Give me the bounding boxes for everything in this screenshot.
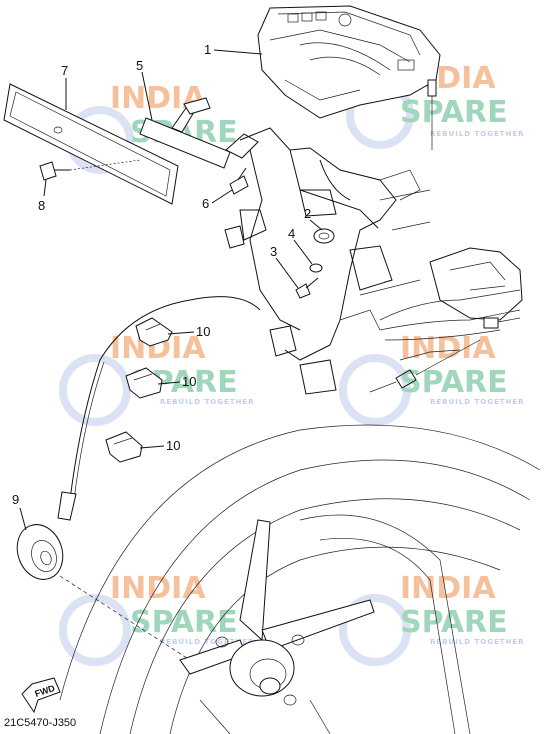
callout-4: 4 <box>288 226 295 241</box>
svg-text:REBUILD TOGETHER: REBUILD TOGETHER <box>430 638 525 646</box>
svg-text:INDIA: INDIA <box>400 571 496 606</box>
leader-lines <box>19 49 323 531</box>
callout-1: 1 <box>204 42 211 57</box>
bolt-8 <box>39 159 141 181</box>
watermark-bottom-right: INDIA SPARE REBUILD TOGETHER <box>339 571 525 666</box>
callout-8: 8 <box>38 198 45 213</box>
watermark-mid: INDIA SPARE REBUILD TOGETHER <box>59 331 255 426</box>
callout-3: 3 <box>270 244 277 259</box>
bolt-6 <box>229 167 249 195</box>
svg-text:INDIA: INDIA <box>400 331 496 366</box>
diagram-code: 21C5470-J350 <box>4 717 76 729</box>
fwd-arrow: FWD <box>21 677 61 714</box>
callout-10b: 10 <box>182 374 196 389</box>
meter-assembly <box>257 5 441 150</box>
callout-7: 7 <box>61 63 68 78</box>
callout-10a: 10 <box>196 324 210 339</box>
watermark-bottom: INDIA SPARE REBUILD TOGETHER <box>59 571 255 666</box>
svg-text:REBUILD TOGETHER: REBUILD TOGETHER <box>430 398 525 406</box>
svg-text:SPARE: SPARE <box>130 605 238 640</box>
callout-5: 5 <box>136 58 143 73</box>
speedometer-gear <box>16 524 64 580</box>
headlight-bracket-frame <box>224 127 431 395</box>
svg-text:REBUILD TOGETHER: REBUILD TOGETHER <box>160 638 255 646</box>
svg-text:SPARE: SPARE <box>400 605 508 640</box>
watermark-mid-right: INDIA SPARE REBUILD TOGETHER <box>339 331 525 426</box>
svg-text:REBUILD TOGETHER: REBUILD TOGETHER <box>430 130 525 138</box>
cable-route-line <box>59 575 191 661</box>
callout-9: 9 <box>12 492 19 507</box>
plate-bracket <box>3 83 179 205</box>
stay-bracket <box>139 97 259 169</box>
wire-harness <box>369 247 523 393</box>
clamp-10b <box>125 367 163 399</box>
bolt-3 <box>295 277 319 299</box>
grommet-2 <box>313 228 335 244</box>
callout-labels: 1 2 3 4 5 6 7 8 9 10 10 10 <box>12 42 311 507</box>
speedometer-cable <box>57 296 261 521</box>
svg-text:INDIA: INDIA <box>110 571 206 606</box>
clamp-10a <box>135 317 173 347</box>
washer-4 <box>309 263 323 273</box>
callout-2: 2 <box>304 206 311 221</box>
front-wheel <box>59 424 541 734</box>
clamp-10c <box>105 431 143 463</box>
svg-text:SPARE: SPARE <box>400 365 508 400</box>
svg-text:REBUILD TOGETHER: REBUILD TOGETHER <box>160 398 255 406</box>
svg-text:SPARE: SPARE <box>400 95 508 130</box>
callout-10c: 10 <box>166 438 180 453</box>
callout-6: 6 <box>202 196 209 211</box>
